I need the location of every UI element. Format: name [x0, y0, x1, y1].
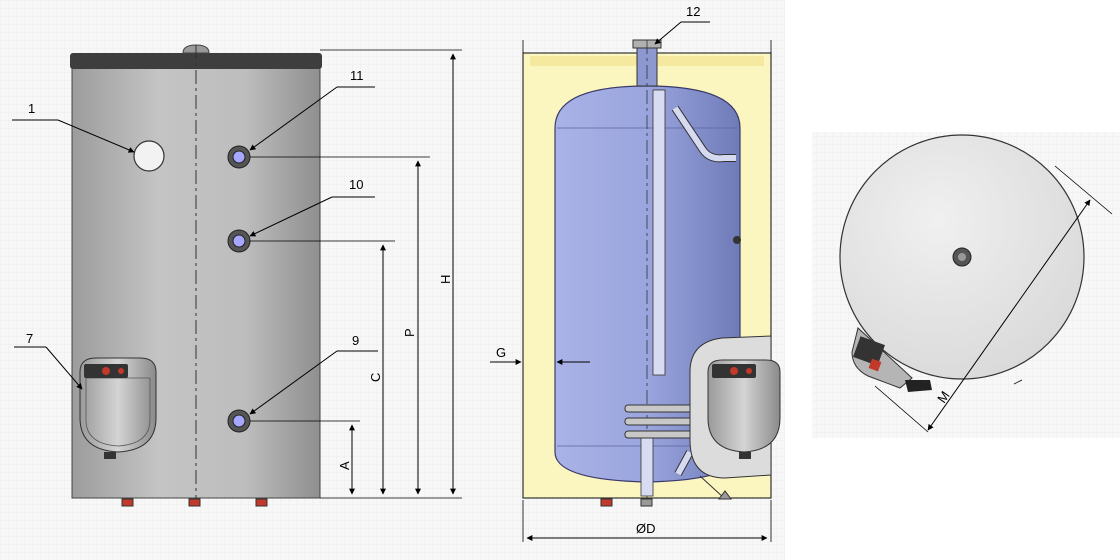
dimension-d-label: ØD: [636, 521, 656, 536]
dimension-a-label: A: [337, 461, 352, 470]
callout-9-label: 9: [352, 333, 359, 348]
top-view: [839, 134, 1113, 433]
section-control-unit: [689, 335, 781, 479]
callout-7-label: 7: [26, 331, 33, 346]
callout-12-label: 12: [686, 4, 700, 19]
port-11: [227, 145, 251, 169]
top-view-control-unit: [851, 327, 932, 392]
callout-10-label: 10: [349, 177, 363, 192]
dimension-g-label: G: [496, 345, 506, 360]
port-9: [227, 409, 251, 433]
front-view: [12, 44, 462, 507]
foot-right: [255, 498, 268, 507]
tank-top-cap: [70, 53, 322, 69]
foot-center: [188, 498, 201, 507]
port-10: [227, 229, 251, 253]
foot-left: [121, 498, 134, 507]
dimension-h-label: H: [438, 275, 453, 284]
control-unit: [79, 357, 157, 459]
dimension-c-label: C: [368, 373, 383, 382]
dimension-p-label: P: [402, 328, 417, 337]
section-view: [490, 21, 781, 542]
dip-tube: [652, 89, 666, 376]
callout-1-label: 1: [28, 101, 35, 116]
callout-11-label: 11: [350, 68, 364, 83]
port-1-opening: [133, 140, 165, 172]
sensor-port: [733, 236, 741, 244]
